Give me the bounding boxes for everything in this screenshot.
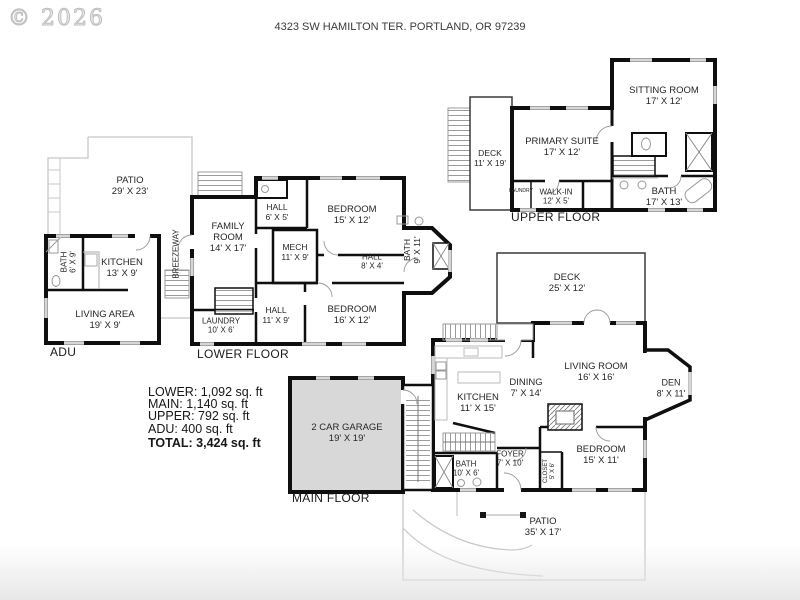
- lower-exterior-stairs: [197, 171, 243, 198]
- adu-title: ADU: [50, 345, 77, 359]
- entry-porch: [496, 323, 534, 341]
- area-summary: LOWER: 1,092 sq. ft MAIN: 1,140 sq. ft U…: [148, 385, 263, 450]
- garage-outline: [288, 376, 405, 494]
- upper-floor-structure: [447, 58, 717, 212]
- main-deck-outline: [496, 252, 646, 324]
- upper-stairwell: [612, 155, 656, 177]
- upper-exterior-stairs: [447, 107, 471, 183]
- lower-floor-title: LOWER FLOOR: [197, 347, 289, 361]
- summary-total: TOTAL: 3,424 sq. ft: [148, 435, 261, 450]
- fireplace: [547, 403, 583, 431]
- upper-deck-outline: [469, 96, 513, 211]
- lower-floor-structure: [44, 136, 452, 346]
- copyright-watermark: © 2026: [8, 6, 105, 32]
- upper-toilet-room: [631, 132, 667, 157]
- kitchen-island: [457, 371, 501, 384]
- summary-upper: UPPER: 792 sq. ft: [148, 409, 250, 424]
- summary-lower: LOWER: 1,092 sq. ft: [148, 385, 263, 399]
- upper-floor-title: UPPER FLOOR: [511, 210, 601, 224]
- upper-bathtub: [684, 178, 713, 204]
- lower-powder-room: [256, 179, 288, 199]
- driveway-path: [402, 509, 544, 577]
- lower-stairs: [214, 287, 254, 315]
- breezeway-stairs: [164, 269, 190, 299]
- main-floor-structure: [288, 252, 692, 581]
- room-label-breezeway: BREEZEWAY: [171, 229, 181, 279]
- adu-patio-outline: [47, 136, 193, 236]
- entry-stairs: [442, 323, 498, 341]
- summary-main: MAIN: 1,140 sq. ft: [148, 397, 249, 412]
- main-floor-title: MAIN FLOOR: [292, 491, 370, 505]
- address-title: 4323 SW HAMILTON TER. PORTLAND, OR 97239: [274, 21, 526, 33]
- summary-adu: ADU: 400 sq. ft: [148, 421, 233, 436]
- mech-room: [271, 228, 319, 285]
- room-label-upper-laundry: LAUNDRY: [509, 188, 533, 195]
